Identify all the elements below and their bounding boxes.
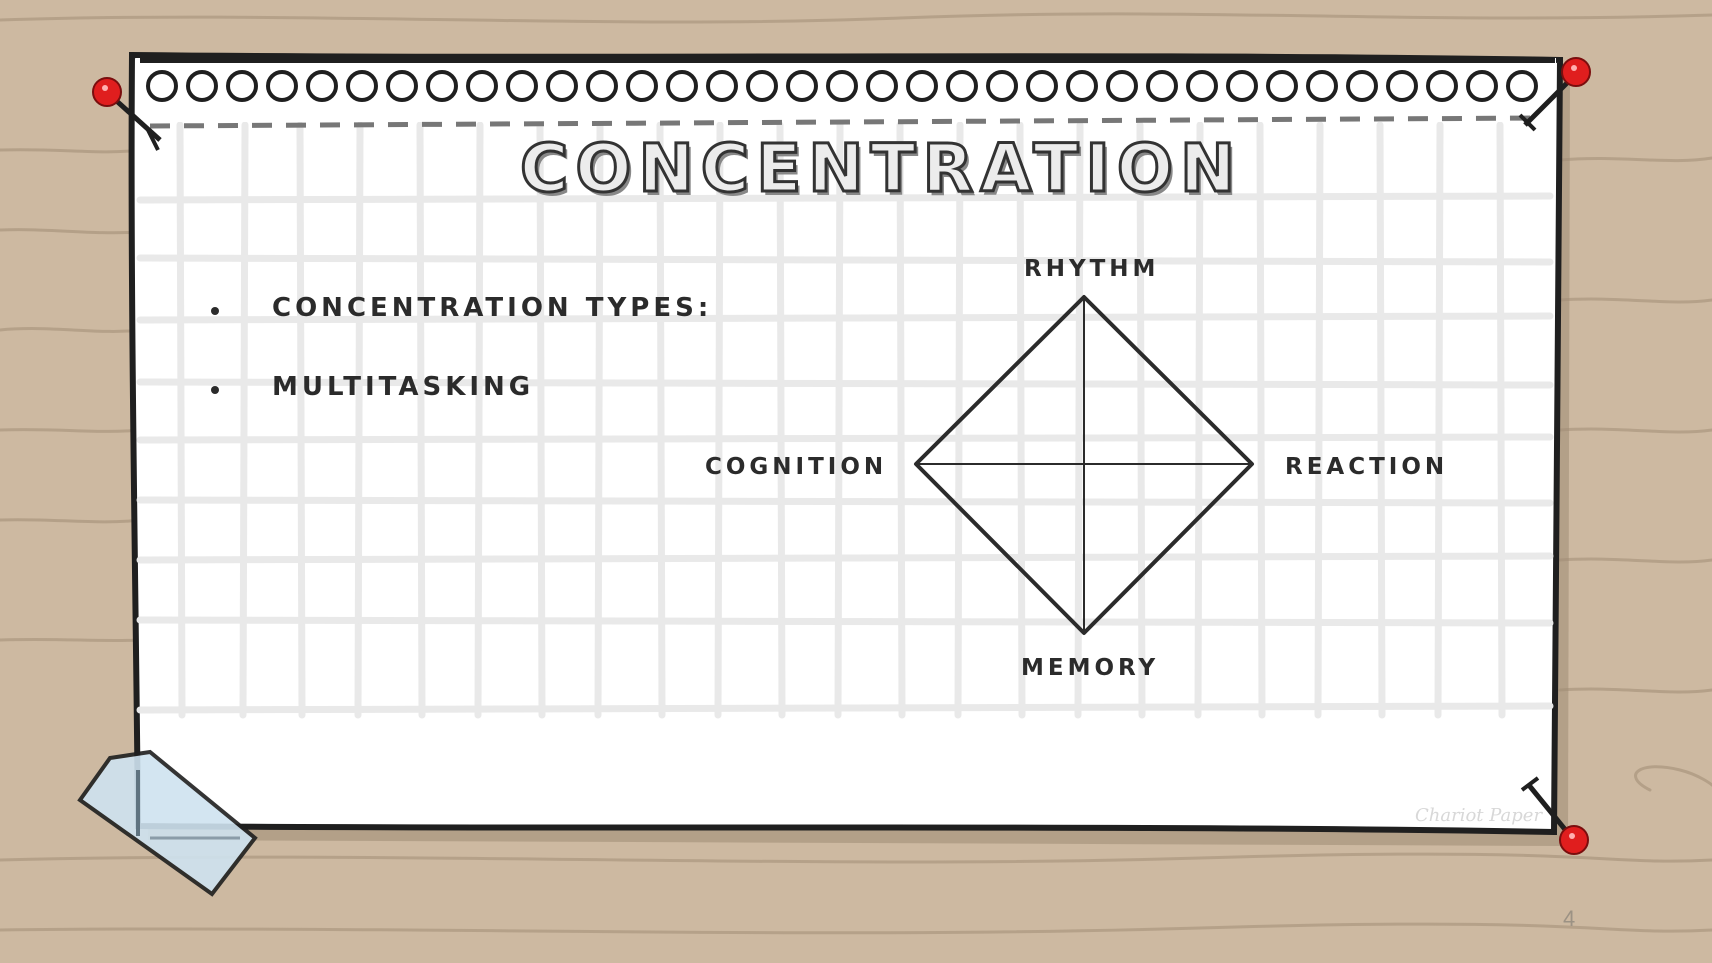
diagram-label-top: RHYTHM [1024, 256, 1160, 282]
bullet-dot [211, 386, 219, 394]
perforation-line [149, 115, 1541, 129]
page-number: 4 [1563, 906, 1576, 931]
diamond-diagram [914, 295, 1254, 635]
pin-top-right [1518, 57, 1591, 132]
tape-bottom-left [77, 749, 258, 897]
diagram-label-left: COGNITION [705, 454, 888, 480]
spiral-binding [140, 57, 1555, 102]
bullet-item-multitasking: MULTITASKING [272, 372, 535, 402]
pin-bottom-right [1520, 776, 1589, 855]
grid-lines [136, 121, 1554, 719]
diagram-label-right: REACTION [1285, 454, 1449, 480]
bullet-item-concentration-types: CONCENTRATION TYPES: [272, 293, 713, 323]
wood-grain [0, 12, 1712, 935]
slide-title: CONCENTRATION [519, 129, 1243, 209]
bullet-dot [211, 307, 219, 315]
pin-top-left [92, 77, 162, 151]
diagram-label-bottom: MEMORY [1021, 655, 1160, 681]
watermark: Chariot Paper [1415, 805, 1543, 826]
